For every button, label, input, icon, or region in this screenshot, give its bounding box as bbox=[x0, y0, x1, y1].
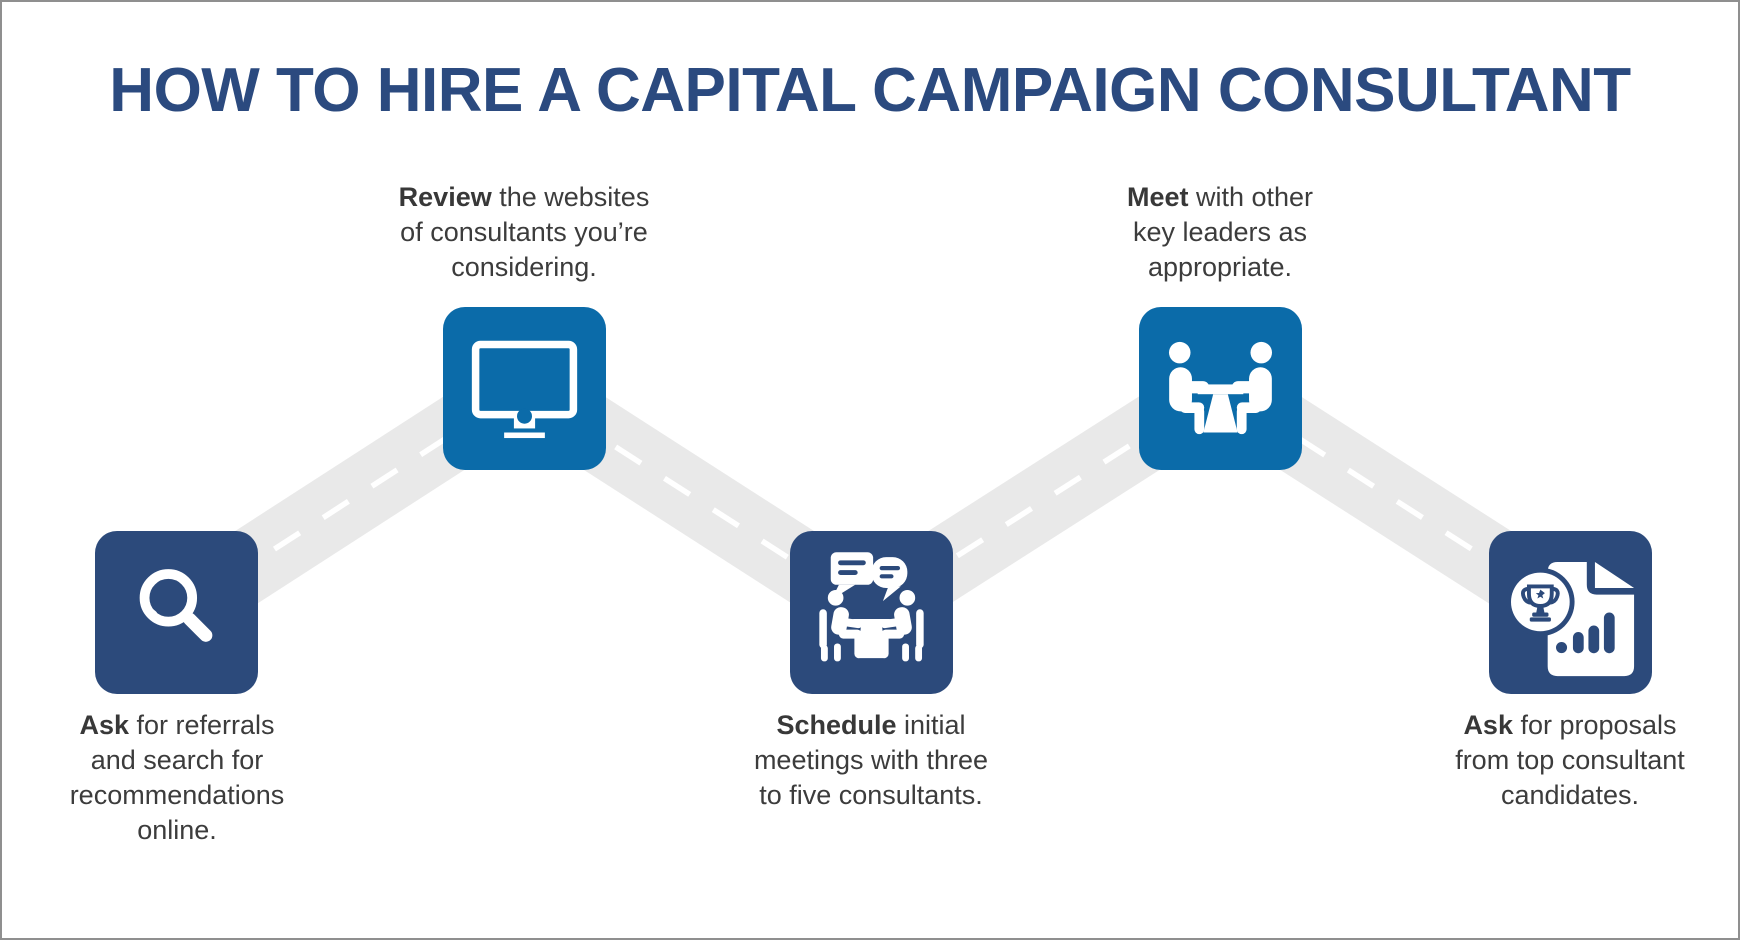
caption-keyword: Meet bbox=[1126, 182, 1189, 212]
step-box-schedule-meetings bbox=[790, 531, 953, 694]
step-caption-ask-proposals: Ask for proposals from top consultant ca… bbox=[1410, 708, 1730, 813]
proposal-document-icon bbox=[1506, 561, 1635, 677]
step-box-ask-proposals bbox=[1489, 531, 1652, 694]
caption-text: for proposals from top consultant candid… bbox=[1455, 710, 1685, 810]
caption-text: for referrals and search for recommendat… bbox=[69, 710, 285, 845]
step-box-meet-leaders bbox=[1139, 307, 1302, 470]
step-caption-schedule-meetings: Schedule initial meetings with three to … bbox=[711, 708, 1031, 813]
step-caption-meet-leaders: Meet with other key leaders as appropria… bbox=[1060, 180, 1380, 285]
step-box-review-websites bbox=[443, 307, 606, 470]
search-icon bbox=[139, 569, 213, 642]
caption-text: the websites of consultants you’re consi… bbox=[400, 182, 650, 282]
monitor-icon bbox=[471, 340, 578, 439]
caption-keyword: Schedule bbox=[776, 710, 897, 740]
step-caption-review-websites: Review the websites of consultants you’r… bbox=[364, 180, 684, 285]
caption-text: with other key leaders as appropriate. bbox=[1132, 182, 1314, 282]
caption-text: initial meetings with three to five cons… bbox=[753, 710, 989, 810]
meeting-table-icon bbox=[1168, 341, 1273, 435]
caption-keyword: Ask bbox=[1463, 710, 1513, 740]
meeting-discussion-icon bbox=[819, 552, 924, 662]
page-title: HOW TO HIRE A CAPITAL CAMPAIGN CONSULTAN… bbox=[109, 56, 1631, 125]
step-caption-ask-referrals: Ask for referrals and search for recomme… bbox=[17, 708, 337, 848]
caption-keyword: Ask bbox=[79, 710, 129, 740]
step-box-ask-referrals bbox=[95, 531, 258, 694]
caption-keyword: Review bbox=[398, 182, 492, 212]
